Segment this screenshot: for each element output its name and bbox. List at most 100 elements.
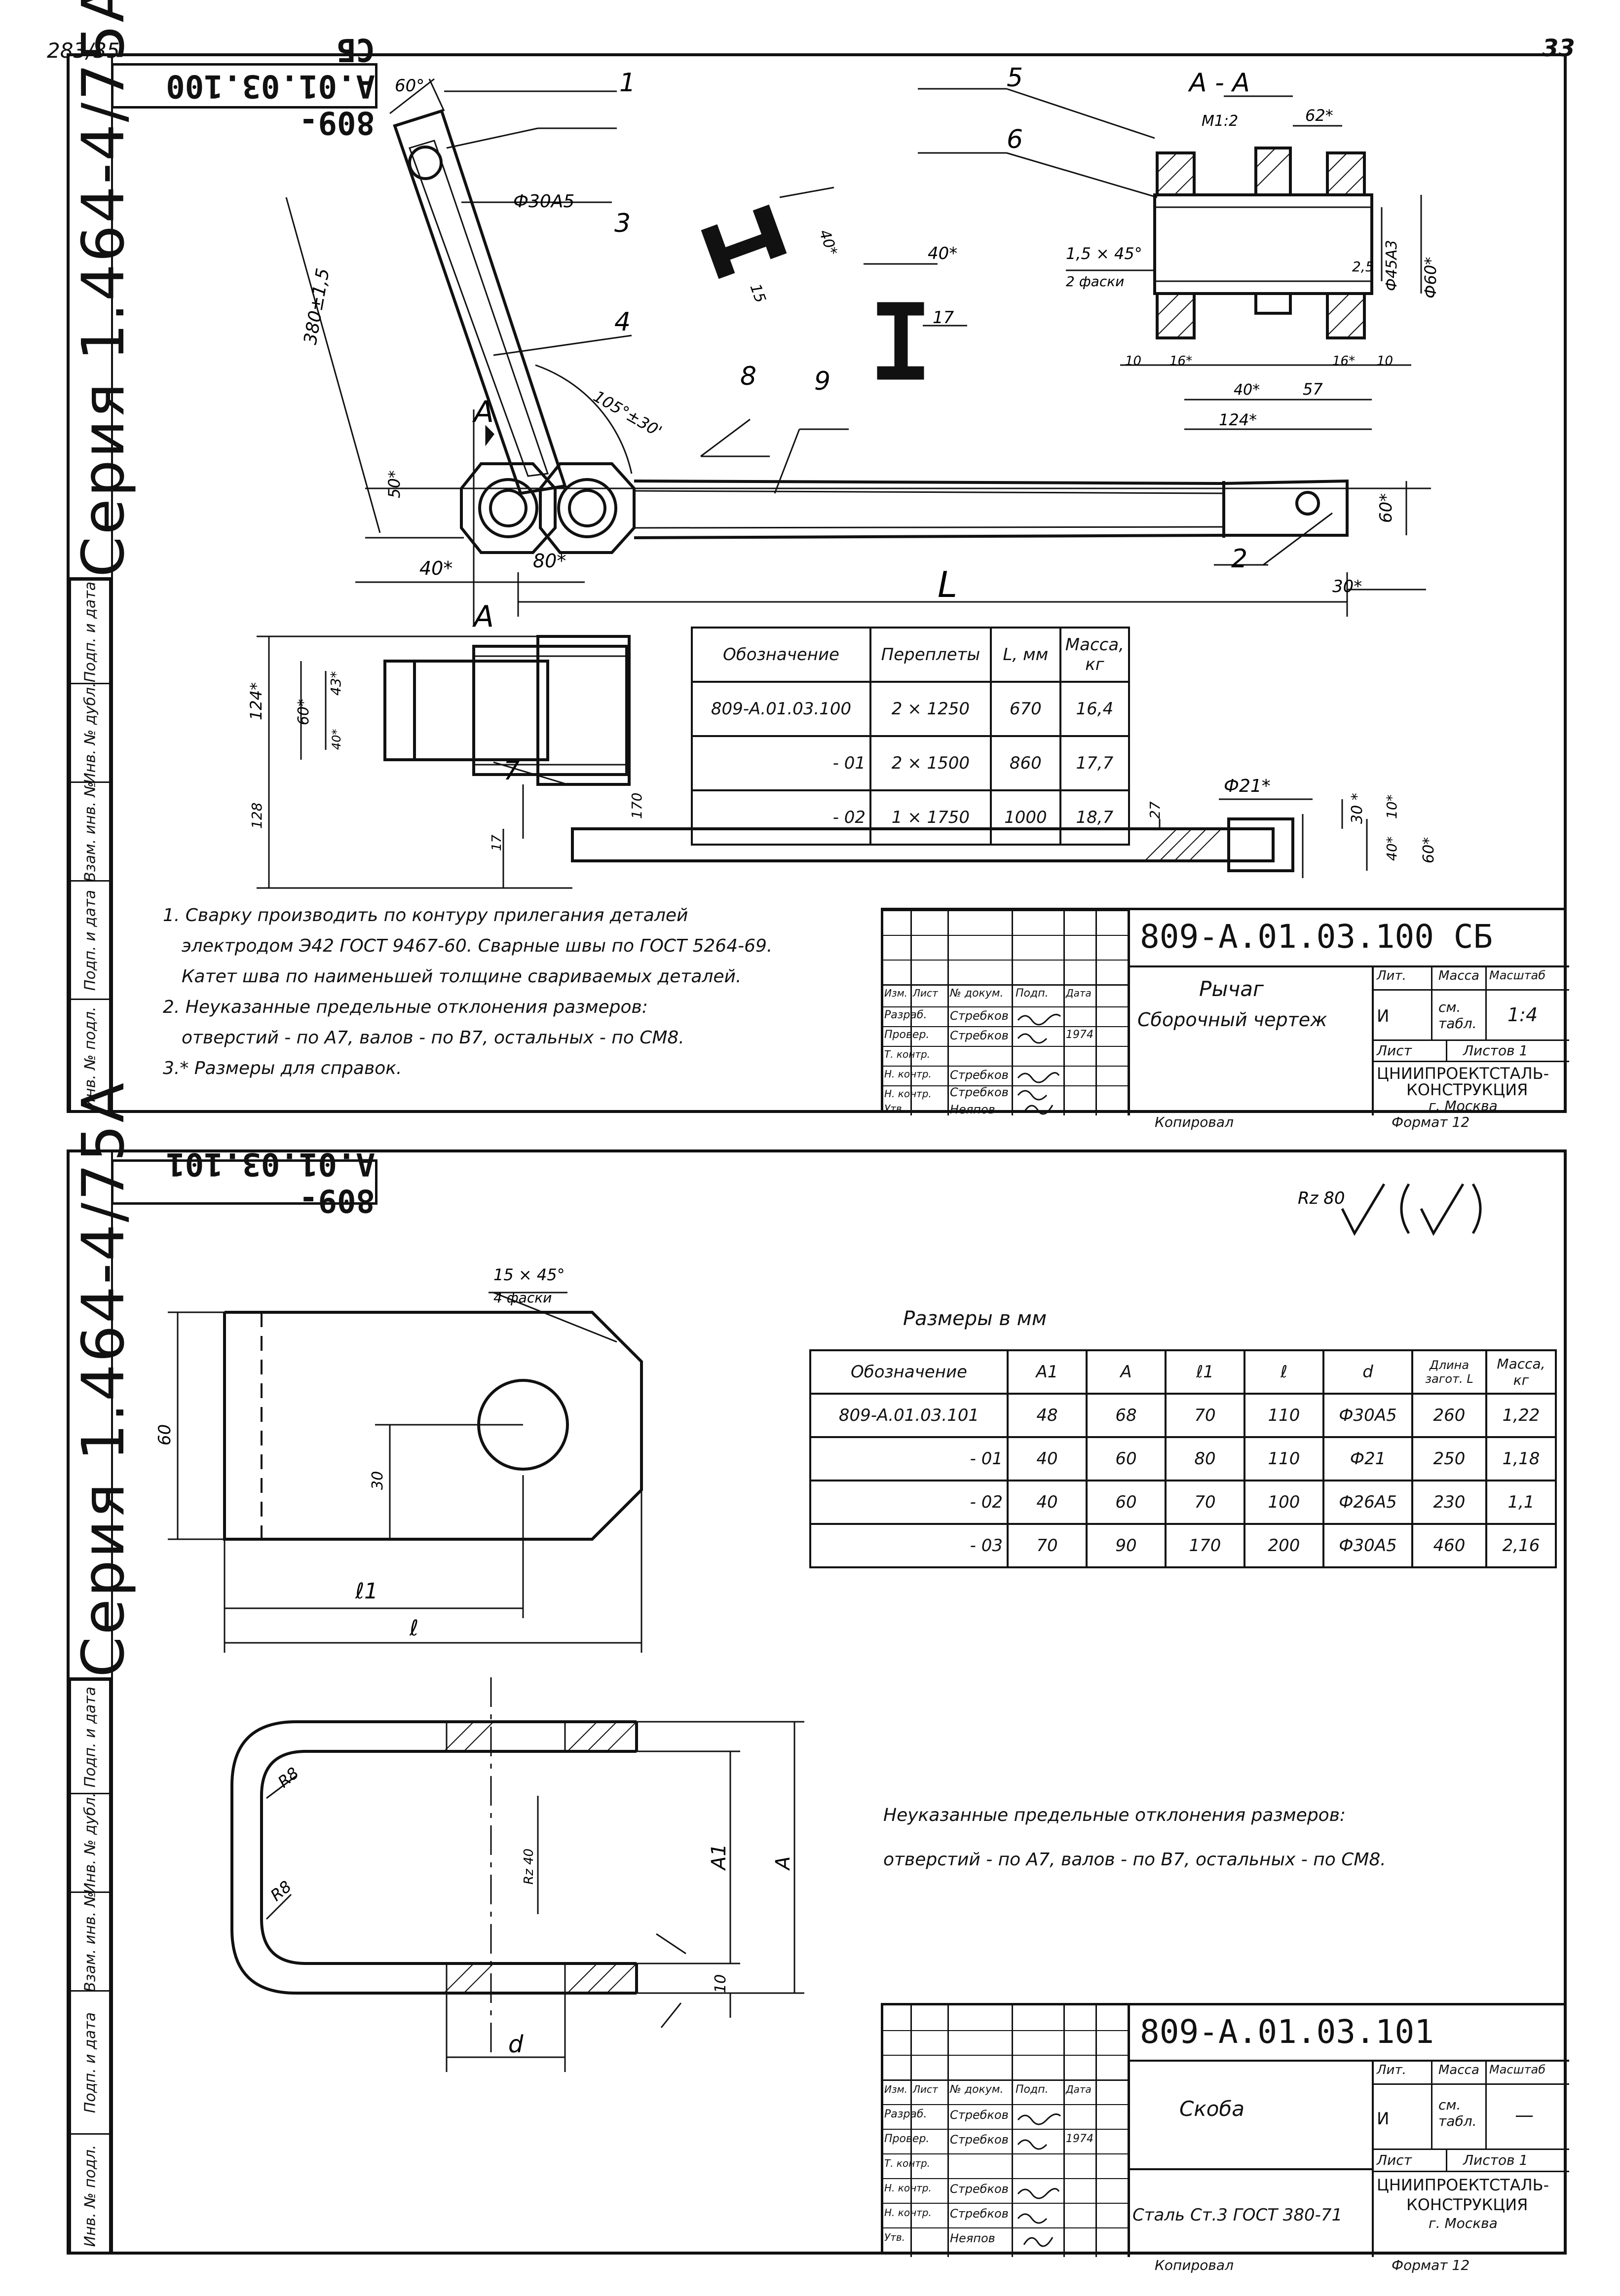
callout-4: 4: [614, 307, 631, 337]
tb-person: Стребков: [950, 1085, 1009, 1099]
sheet1-format: Формат 12: [1392, 1114, 1470, 1130]
dim-17: 17: [933, 308, 954, 328]
table-cell: 70: [1165, 1393, 1245, 1438]
sec-dim-57: 57: [1303, 380, 1323, 399]
tb-material: Сталь Ст.3 ГОСТ 380-71: [1132, 2205, 1343, 2225]
tb-scale-label: Масштаб: [1489, 2063, 1546, 2076]
sheet1-variants-table: Обозначение Переплеты L, мм Масса, кг 80…: [690, 627, 1130, 846]
dim-40: 40*: [419, 557, 452, 579]
tb-org-1: ЦНИИПРОЕКТСТАЛЬ-: [1377, 1064, 1549, 1083]
tb-col-izm: Изм.: [884, 987, 908, 999]
dim-l1: ℓ1: [355, 1579, 378, 1604]
dim-60b: 60*: [295, 699, 312, 725]
dim-30b: 30 *: [1349, 793, 1366, 824]
section-hatching: [1157, 148, 1365, 338]
dim-a1: A1: [708, 1844, 730, 1871]
callout-9: 9: [814, 367, 830, 396]
tb-col-date: Дата: [1066, 2083, 1092, 2095]
table-cell: 90: [1086, 1523, 1167, 1568]
side-cell: Инв. № дубл.: [71, 682, 109, 783]
sec-dim-10b: 10: [1377, 354, 1393, 369]
tb-sheets-label: Листов 1: [1463, 2152, 1528, 2168]
tb-role: Разраб.: [884, 1009, 927, 1021]
th-a: А: [1086, 1349, 1167, 1395]
table-cell: - 01: [690, 735, 872, 791]
dim-40d: 40*: [330, 729, 343, 750]
th-d: d: [1322, 1349, 1413, 1395]
side-cell: Взам. инв. №: [71, 1891, 109, 1992]
sheet2-copied: Копировал: [1155, 2257, 1234, 2273]
tb-scale: —: [1515, 2104, 1534, 2126]
upper-hole: [408, 146, 443, 180]
dim-50: 50*: [385, 470, 404, 498]
callout-1: 1: [619, 68, 636, 98]
dim-15: 15: [746, 282, 769, 305]
th-designation: Обозначение: [690, 627, 872, 683]
sheet2-variants-table: Обозначение А1 А ℓ1 ℓ d Длина загот. L М…: [809, 1349, 1557, 1568]
sheet1-dimension-lines: [285, 78, 1431, 627]
tb-sheets-label: Листов 1: [1463, 1042, 1528, 1059]
note-line: 3.* Размеры для справок.: [163, 1058, 402, 1078]
dim-angle-60: 60°: [395, 76, 424, 96]
sheet1-copied: Копировал: [1155, 1114, 1234, 1130]
table-cell: 2 × 1500: [869, 735, 992, 791]
dim-30: 30: [369, 1471, 386, 1490]
table-cell: 70: [1007, 1523, 1088, 1568]
tb-lit-label: Лит.: [1377, 2063, 1406, 2077]
tb-name: Рычаг: [1199, 977, 1264, 1001]
tb-role: Разраб.: [884, 2108, 927, 2120]
table-cell: 1 × 1750: [869, 789, 992, 846]
dim-43: 43*: [328, 671, 344, 696]
signatures: [1017, 2113, 1061, 2247]
table-cell: 40: [1007, 1436, 1088, 1481]
tb-sheet-label: Лист: [1377, 1042, 1412, 1059]
tb-org-2: КОНСТРУКЦИЯ: [1406, 2195, 1528, 2214]
th-frames: Переплеты: [869, 627, 992, 683]
note-line: электродом Э42 ГОСТ 9467-60. Сварные швы…: [182, 936, 773, 956]
table-cell: - 03: [809, 1523, 1009, 1568]
dim-phi21: Ф21*: [1224, 776, 1271, 796]
dim-170: 170: [629, 793, 645, 819]
table-cell: 60: [1086, 1480, 1167, 1525]
table-cell: 17,7: [1059, 735, 1130, 791]
tb-person: Неяпов: [950, 1103, 995, 1116]
tb-person: Стребков: [950, 2207, 1009, 2221]
dim-angle-105: 105°±30': [590, 387, 665, 441]
dim-a: A: [772, 1856, 794, 1871]
th-mass: Масса, кг: [1059, 627, 1130, 683]
table-cell: 809-А.01.03.100: [690, 681, 872, 737]
sheet2-table-caption: Размеры в мм: [903, 1307, 1047, 1330]
sheet2-format: Формат 12: [1392, 2257, 1470, 2273]
dim-chamfer: 15 × 45°: [493, 1265, 565, 1284]
tb-col-sign: Подп.: [1016, 2083, 1049, 2096]
table-row: - 01 2 × 1500 860 17,7: [690, 735, 1130, 791]
table-row: 809-А.01.03.101 48 68 70 110 Ф30А5 260 1…: [809, 1393, 1557, 1438]
dim-10: 10: [712, 1974, 729, 1993]
sheet1-inner-frame: [111, 53, 1567, 1113]
table-cell: Ф30А5: [1322, 1393, 1413, 1438]
section-aa: [1153, 147, 1373, 339]
table-cell: 1,1: [1485, 1480, 1557, 1525]
sec-dim-10a: 10: [1125, 354, 1141, 369]
tb-year: 1974: [1066, 2133, 1093, 2145]
callout-5: 5: [1007, 63, 1023, 93]
page-number: 33: [1542, 35, 1575, 62]
table-row: - 02 1 × 1750 1000 18,7: [690, 789, 1130, 846]
end-hole: [1295, 491, 1320, 516]
dim-d: d: [508, 2031, 524, 2058]
tb-mass: см. табл.: [1438, 2097, 1477, 2129]
side-cell: Взам. инв. №: [71, 781, 109, 882]
section-dimension-lines: [918, 88, 1422, 430]
table-row: 809-А.01.03.100 2 × 1250 670 16,4: [690, 681, 1130, 737]
tb-code: 809-А.01.03.101: [1140, 2013, 1434, 2051]
dim-40c: 40*: [815, 227, 840, 258]
table-cell: Ф26А5: [1322, 1480, 1413, 1525]
table-cell: 68: [1086, 1393, 1167, 1438]
dim-l: ℓ: [409, 1616, 418, 1641]
callout-2: 2: [1231, 544, 1247, 574]
side-cell: Инв. № подл.: [71, 999, 109, 1115]
tb-mass: см. табл.: [1438, 999, 1477, 1032]
table-cell: 200: [1243, 1523, 1324, 1568]
tb-role: Т. контр.: [884, 2157, 931, 2169]
tb-col-izm: Изм.: [884, 2083, 908, 2095]
